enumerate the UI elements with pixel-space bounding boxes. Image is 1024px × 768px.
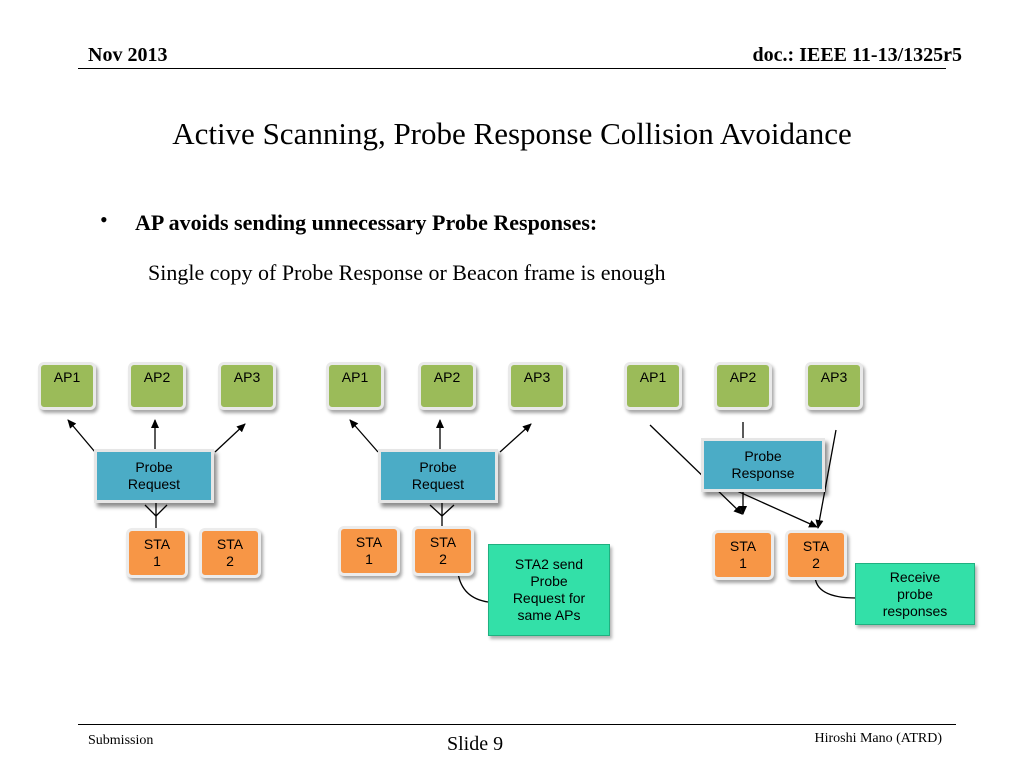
ap3-box: AP3: [508, 362, 566, 410]
header-divider: [78, 68, 946, 69]
probe-request-box: Probe Request: [94, 449, 214, 503]
arrow-to-ap1: [67, 419, 96, 453]
ap3-to-sta2: [815, 429, 837, 529]
sta1-label: STA 1: [729, 538, 757, 571]
header-date: Nov 2013: [88, 44, 168, 66]
probe-request-label: Probe Request: [127, 459, 181, 492]
sta2-box: STA 2: [199, 528, 261, 578]
sta2-note: STA2 send Probe Request for same APs: [488, 544, 610, 636]
footer-author: Hiroshi Mano (ATRD): [814, 731, 942, 746]
sta1-box: STA 1: [126, 528, 188, 578]
sta2-link: [441, 504, 455, 517]
slide-title: Active Scanning, Probe Response Collisio…: [172, 116, 852, 151]
sta2-link: [429, 504, 443, 517]
probe-response-box: Probe Response: [701, 438, 825, 492]
sta2-label: STA 2: [429, 534, 457, 567]
sta2-box: STA 2: [785, 530, 847, 580]
sta1-box: STA 1: [338, 526, 400, 576]
ap1-to-sta1: [649, 424, 743, 515]
probe-response-label: Probe Response: [731, 448, 795, 481]
ap2-box: AP2: [714, 362, 772, 410]
ap3-box: AP3: [805, 362, 863, 410]
sta1-box: STA 1: [712, 530, 774, 580]
arrow-to-ap3: [214, 423, 246, 453]
sta1-link: [144, 504, 157, 517]
arrow-to-ap3: [499, 423, 532, 453]
sta1-label: STA 1: [355, 534, 383, 567]
sta2-label: STA 2: [216, 536, 244, 569]
bullet-marker: •: [100, 207, 108, 232]
bullet-text: AP avoids sending unnecessary Probe Resp…: [135, 210, 598, 235]
footer-slide-number: Slide 9: [447, 733, 504, 755]
ap3-box: AP3: [218, 362, 276, 410]
note-callout: [457, 572, 489, 603]
ap1-box: AP1: [624, 362, 682, 410]
ap2-box: AP2: [128, 362, 186, 410]
probe-request-box: Probe Request: [378, 449, 498, 503]
receive-note: Receive probe responses: [855, 563, 975, 625]
footer-divider: [78, 724, 956, 725]
receive-note-text: Receive probe responses: [882, 568, 948, 619]
sta1-link: [155, 504, 168, 517]
ap1-box: AP1: [326, 362, 384, 410]
ap2-box: AP2: [418, 362, 476, 410]
ap1-box: AP1: [38, 362, 96, 410]
sta2-box: STA 2: [412, 526, 474, 576]
probe-request-label: Probe Request: [411, 459, 465, 492]
arrow-to-ap1: [349, 419, 379, 453]
sta2-label: STA 2: [802, 538, 830, 571]
sta2-note-text: STA2 send Probe Request for same APs: [512, 556, 586, 623]
sta1-label: STA 1: [143, 536, 171, 569]
bullet-subline: Single copy of Probe Response or Beacon …: [148, 260, 666, 285]
header-doc-id: doc.: IEEE 11-13/1325r5: [752, 44, 962, 66]
footer-submission: Submission: [88, 733, 154, 748]
